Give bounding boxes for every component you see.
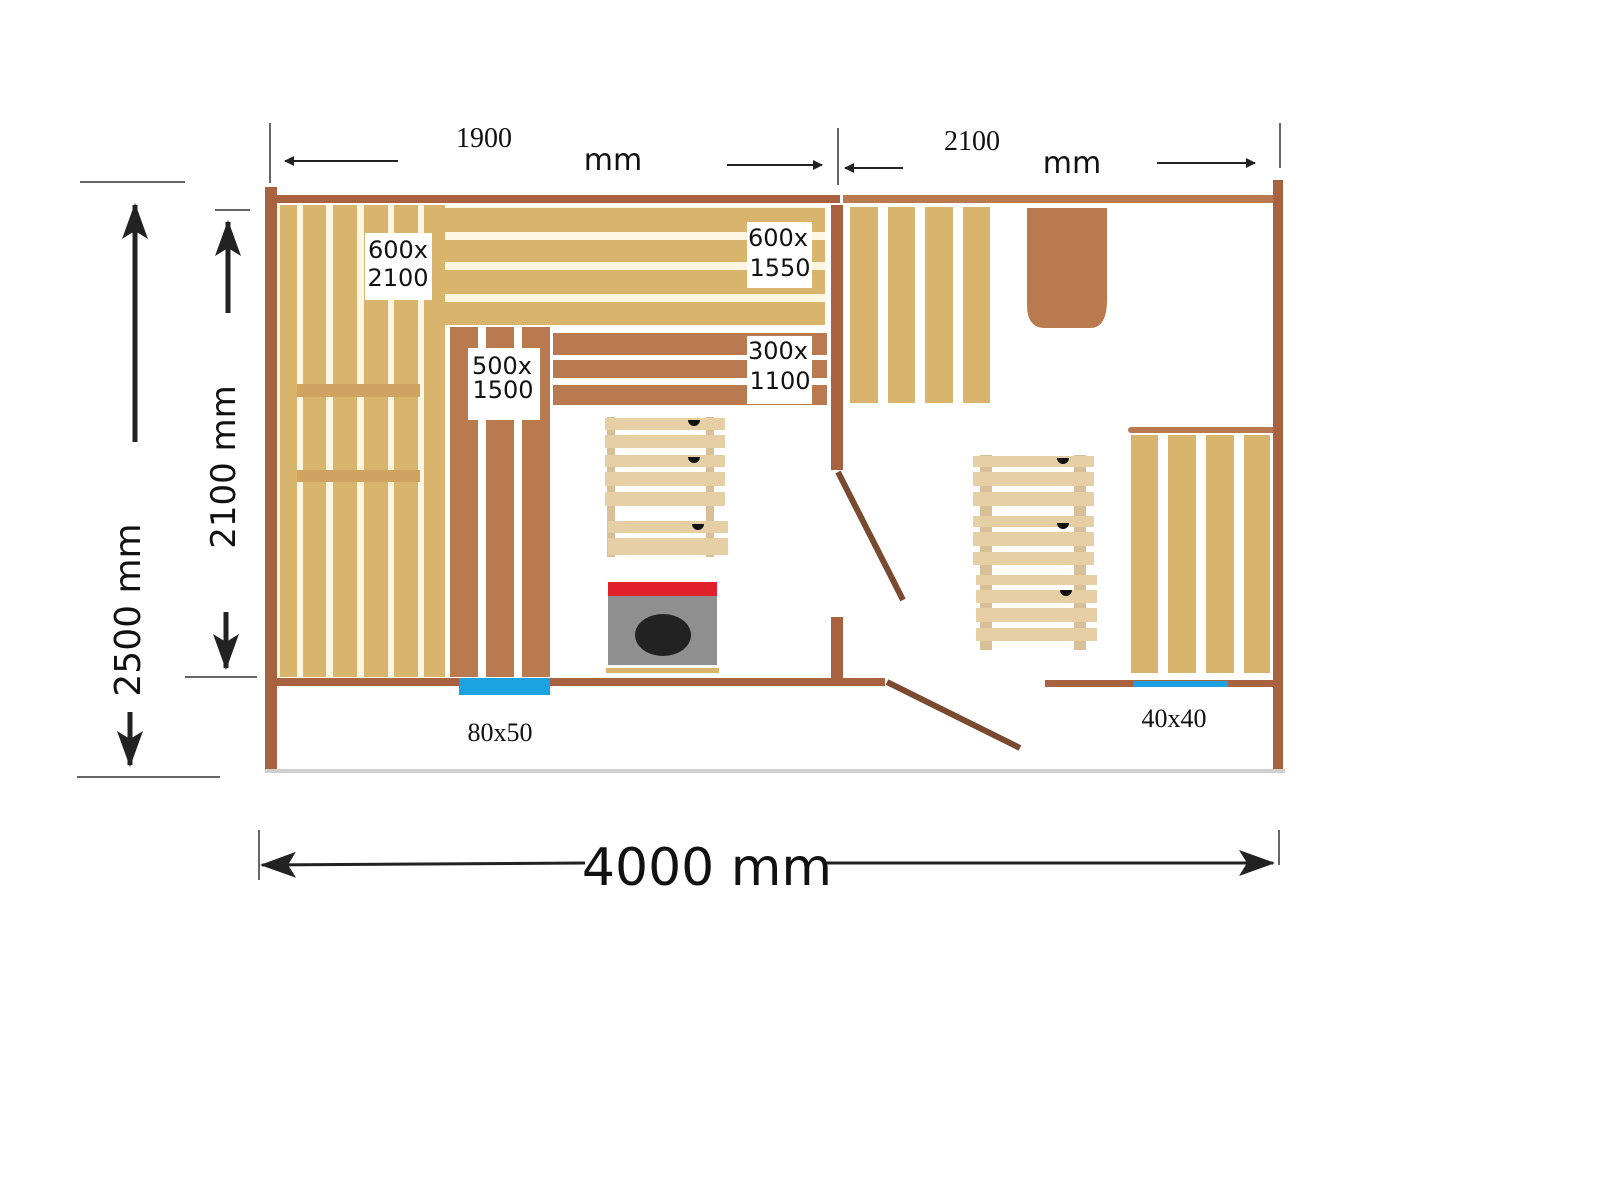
- sauna-stove: [606, 582, 719, 673]
- shower-tray: [1027, 208, 1107, 328]
- dimension-value: 4000 mm: [582, 838, 832, 898]
- bench-label-line2: 1550: [749, 254, 810, 282]
- dimension-value: 1900: [456, 123, 512, 154]
- vent-label-left: 80x50: [468, 718, 533, 747]
- bench-label-line1: 500x: [472, 352, 532, 380]
- dimension-total-width: 4000 mm: [258, 830, 1280, 898]
- dimension-top-right: 2100 mm: [844, 123, 1281, 181]
- bench-label-line2: 2100: [367, 264, 428, 292]
- bench-label-line2: 1100: [749, 367, 810, 395]
- bench-label-line1: 600x: [748, 224, 808, 252]
- dimension-unit: mm: [1043, 146, 1101, 181]
- bench-label-line2: 1500: [472, 376, 533, 404]
- dimension-value: 2500 mm: [108, 523, 149, 696]
- doors: [835, 470, 1022, 751]
- sauna-door: [835, 470, 906, 602]
- dimension-value: 2100 mm: [204, 385, 244, 549]
- bench-washroom-top: [850, 207, 990, 403]
- entrance-door: [885, 679, 1022, 751]
- bench-washroom-right: [1128, 427, 1278, 673]
- walls: [265, 180, 1285, 773]
- floor-grate-left: [605, 417, 728, 557]
- bench-label-300x1100: 300x 1100: [747, 336, 812, 404]
- bench-label-line1: 300x: [748, 337, 808, 365]
- dimension-inner-depth: 2100 mm: [185, 209, 257, 678]
- dimension-unit: mm: [584, 143, 642, 178]
- vent-label-right: 40x40: [1142, 704, 1207, 733]
- bench-label-500x1500: 500x 1500: [468, 348, 540, 420]
- floor-grate-right: [973, 455, 1097, 650]
- dimension-total-depth: 2500 mm: [77, 181, 220, 778]
- dimension-value: 2100: [944, 126, 1000, 157]
- vent-80x50: [459, 678, 550, 695]
- bench-label-600x2100: 600x 2100: [365, 233, 432, 300]
- bench-label-600x1550: 600x 1550: [747, 222, 812, 288]
- bench-label-line1: 600x: [368, 236, 428, 264]
- dimension-top-left: 1900 mm: [269, 123, 839, 185]
- vent-40x40: [1133, 681, 1228, 687]
